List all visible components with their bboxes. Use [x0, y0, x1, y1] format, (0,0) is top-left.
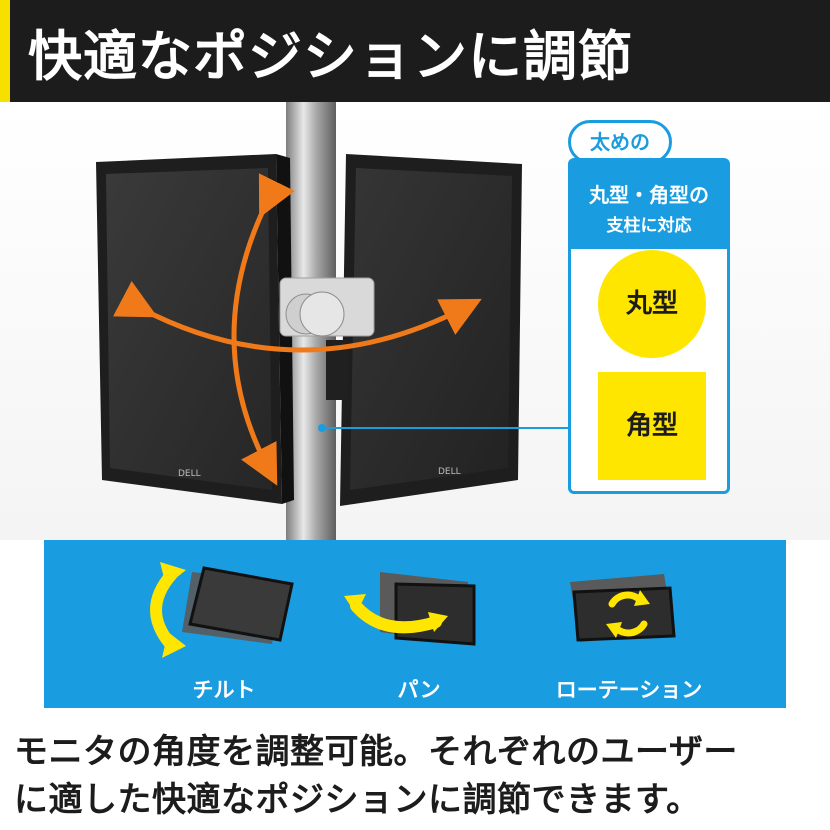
- mode-label-tilt: チルト: [192, 678, 256, 702]
- vertical-rotation-arrow: [231, 173, 295, 486]
- header-bar: 快適なポジションに調節: [0, 0, 830, 102]
- callout-line2: 支柱に対応: [606, 216, 692, 236]
- mode-label-rotation: ローテーション: [555, 678, 703, 702]
- monitor-illustration: DELL DELL: [96, 102, 568, 540]
- rotation-icon: [570, 574, 676, 642]
- round-pole-badge: 丸型: [598, 250, 706, 358]
- tilt-icon: [150, 562, 294, 658]
- mode-label-pan: パン: [397, 678, 441, 702]
- page-title: 快適なポジションに調節: [28, 24, 633, 88]
- horizontal-pan-arrow: [112, 280, 482, 353]
- square-pole-badge: 角型: [598, 372, 706, 480]
- mode-icons: [150, 562, 676, 658]
- right-monitor-logo: DELL: [438, 467, 461, 477]
- left-monitor-logo: DELL: [178, 469, 201, 479]
- thick-label-bubble: 太めの: [568, 120, 672, 164]
- pan-icon: [344, 572, 476, 646]
- adjustment-modes-band: チルト パン ローテーション: [44, 540, 786, 708]
- callout-header: 丸型・角型の 支柱に対応: [571, 161, 727, 249]
- description-caption: モニタの角度を調整可能。それぞれのユーザー に適した快適なポジションに調節できま…: [14, 728, 824, 824]
- callout-line1: 丸型・角型の: [589, 183, 709, 207]
- caption-line2: に適した快適なポジションに調節できます。: [14, 780, 701, 820]
- header-accent-stripe: [0, 0, 10, 102]
- caption-line1: モニタの角度を調整可能。それぞれのユーザー: [14, 732, 738, 772]
